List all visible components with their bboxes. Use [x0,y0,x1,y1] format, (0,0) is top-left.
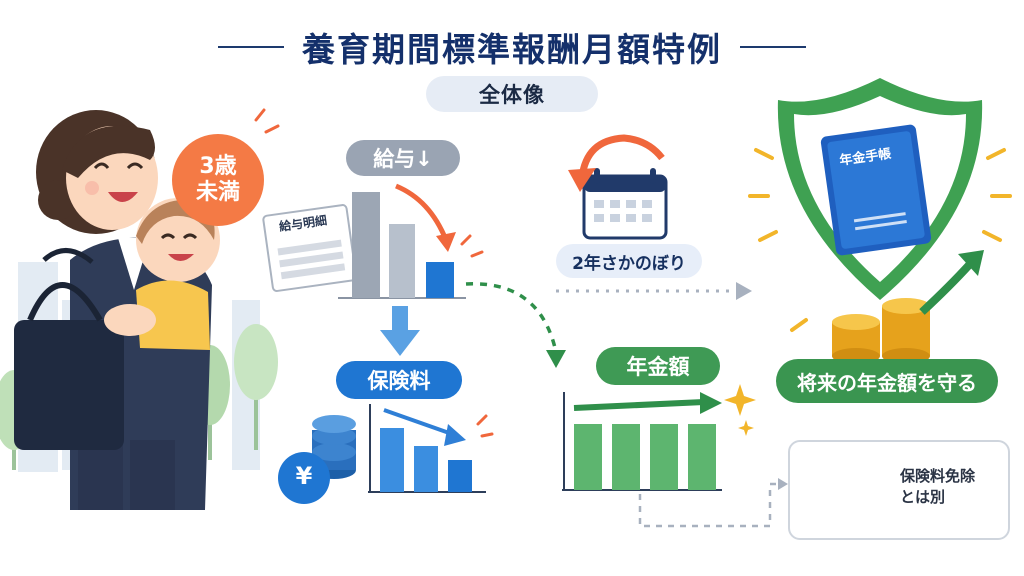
page-title: 養育期間標準報酬月額特例 [302,30,722,69]
title-rule-left [218,46,284,48]
exemption-note-line1: 保険料免除 [900,467,976,485]
pension-bar-chart-icon [562,392,722,491]
gold-coins-icon [832,298,930,364]
spark-lines-icon [254,108,494,438]
exemption-note-line2: とは別 [900,488,946,506]
premium-label: 保険料 [336,361,462,399]
exemption-note-text: 保険料免除 とは別 [900,466,975,508]
age-badge-line1: 3歳 [199,154,237,179]
protect-pension-label: 将来の年金額を守る [776,359,998,403]
pension-amount-label: 年金額 [596,347,720,385]
salary-down-label: 給与↓ [346,140,460,176]
yen-symbol: ¥ [295,462,313,490]
calendar-icon [582,168,668,240]
sparkle-icon [724,384,756,436]
age-badge: 3歳 未満 [172,134,264,226]
rays-icon [748,148,1012,332]
age-badge-line2: 未満 [195,180,240,205]
salary-bar-chart-icon [338,183,466,299]
yen-coin-icon [278,452,330,504]
pension-notebook-icon [820,124,932,256]
refresh-arrow-icon [568,134,665,192]
dashed-green-arrow-icon [465,282,566,368]
title-rule-right [740,46,806,48]
subtitle-badge: 全体像 [426,76,598,112]
payslip-document-icon [262,204,358,292]
growth-arrow-icon [919,250,984,315]
dotted-arrow-icon [556,282,752,300]
down-arrow-icon [380,306,420,356]
dashed-gray-arrow-icon [638,478,788,528]
header: 養育期間標準報酬月額特例 [0,22,1024,72]
premium-bar-chart-icon [368,404,486,493]
exemption-note-box [788,440,1010,540]
retroactive-label: 2年さかのぼり [556,244,702,278]
